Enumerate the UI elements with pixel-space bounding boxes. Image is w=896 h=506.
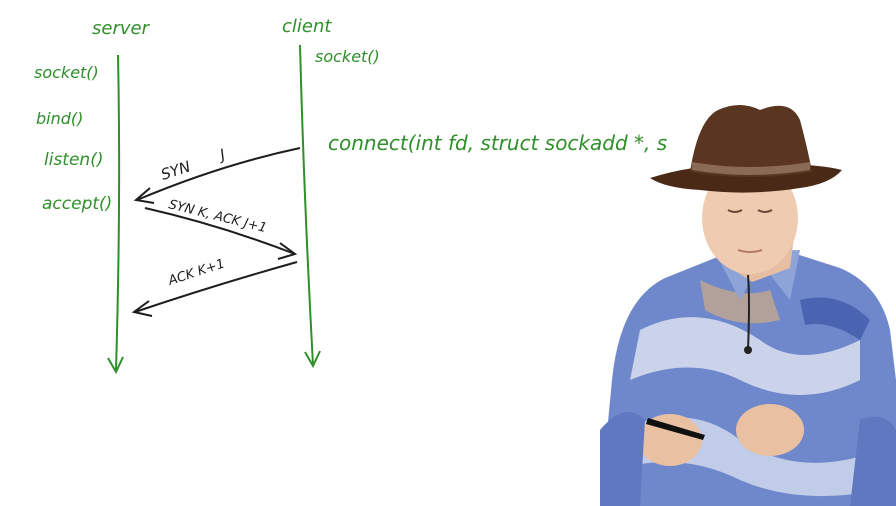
client-label: client xyxy=(282,16,332,37)
connect-signature: connect(int fd, struct sockadd *, s xyxy=(328,131,667,155)
message-syn-ack: SYN K, ACK J+1 xyxy=(144,197,298,260)
presenter-right-hand xyxy=(736,404,804,456)
server-call-accept: accept() xyxy=(42,194,112,214)
marker-icon xyxy=(646,418,705,440)
server-timeline xyxy=(107,54,124,375)
client-timeline xyxy=(299,44,321,369)
message-syn-seq: J xyxy=(215,145,228,164)
message-syn: SYN J xyxy=(133,145,301,204)
server-call-listen: listen() xyxy=(44,150,103,170)
message-ack: ACK K+1 xyxy=(131,257,298,317)
server-call-socket: socket() xyxy=(34,63,99,82)
client-call-socket: socket() xyxy=(315,47,380,66)
message-ack-label: ACK K+1 xyxy=(166,257,227,290)
presenter xyxy=(600,105,896,506)
presenter-left-hand xyxy=(638,414,702,466)
server-label: server xyxy=(92,18,151,39)
server-call-bind: bind() xyxy=(36,109,83,128)
